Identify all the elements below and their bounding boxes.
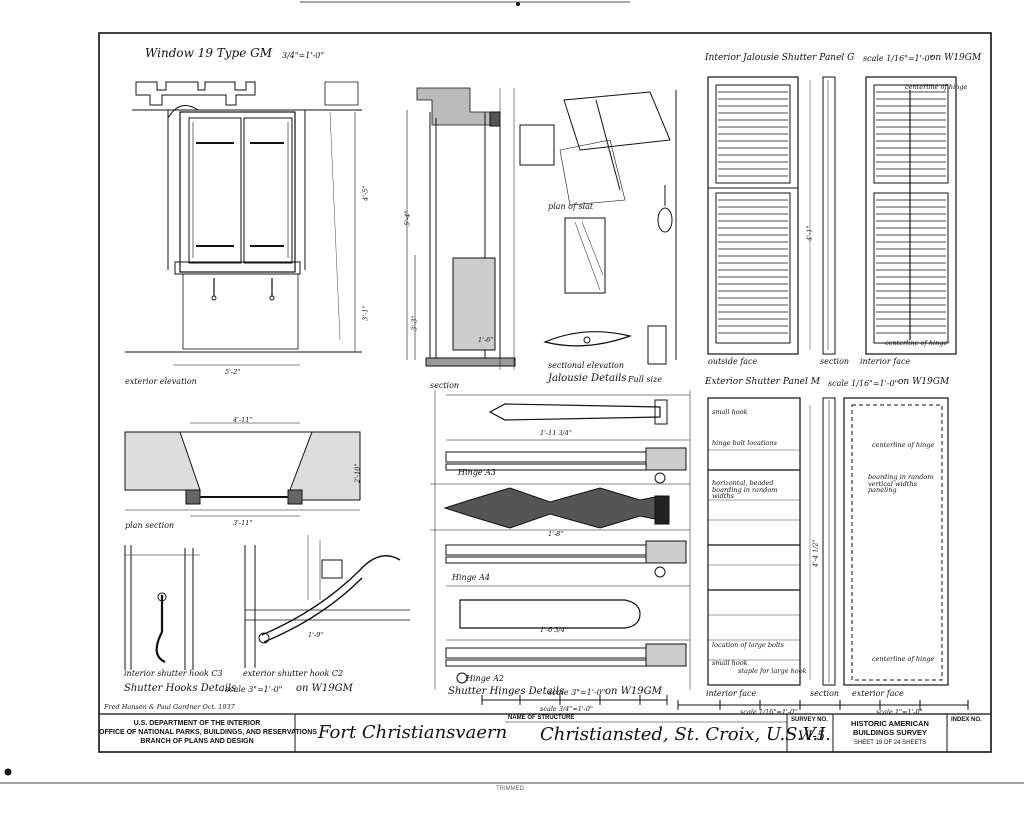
agency-line-2: OFFICE OF NATIONAL PARKS, BUILDINGS, AND…: [99, 729, 317, 736]
agency-line-1: U.S. DEPARTMENT OF THE INTERIOR: [133, 720, 261, 727]
hook-dim: 1'-9": [308, 631, 324, 639]
section-dim-1: 5'-4": [403, 210, 412, 226]
scale-bars: [481, 695, 969, 710]
panel-m-title: Exterior Shutter Panel M: [705, 377, 820, 387]
hooks-ref: on W19GM: [296, 683, 353, 694]
plan-dim-bottom: 3'-11": [233, 519, 253, 527]
sectional-elevation-label: sectional elevation: [548, 361, 624, 370]
full-size-label: Full size: [628, 375, 662, 384]
panel-scale-bar: scale 1/16"=1'-0": [740, 708, 798, 716]
plan-section-label: plan section: [125, 521, 175, 530]
panel-g-section-label: section: [820, 357, 850, 366]
dim-height-2: 3'-1": [361, 305, 370, 321]
interior-shutter-hook-label: interior shutter hook C3: [124, 669, 223, 678]
title-block-lines: [99, 713, 991, 752]
panel-g-drawing: [707, 76, 957, 355]
panel-g-scale: scale 1/16"=1'-0": [863, 54, 934, 63]
name-of-structure-label: NAME OF STRUCTURE: [508, 715, 575, 721]
plan-dim-top: 4'-11": [233, 416, 253, 424]
location-large-bolts-label: location of large bolts: [712, 641, 784, 649]
hooks-scale: scale 3"=1'-0": [225, 685, 283, 694]
jalousie-details-drawing: [519, 90, 677, 365]
panel-scale-bar-2: scale 1"=1'-0": [876, 708, 923, 716]
exterior-elevation-drawing: [125, 81, 362, 366]
hinge-dim-2: 1'-8": [548, 530, 564, 538]
window-scale: 3/4"=1'-0": [282, 51, 325, 60]
habs-line-1: HISTORIC AMERICAN: [851, 719, 929, 728]
hinge-a4-label: Hinge A4: [452, 573, 490, 582]
survey-no: VI-5: [798, 729, 826, 744]
hinge-dim-3: 1'-6 3/4": [540, 626, 568, 634]
panel-m-ref: on W19GM: [898, 377, 950, 387]
plan-section-drawing: [124, 422, 361, 517]
habs-line-2: BUILDINGS SURVEY: [852, 728, 928, 737]
panel-m-dim: 4'-4 1/2": [811, 539, 820, 568]
section-label: section: [430, 381, 460, 390]
location-name: Christiansted, St. Croix, U.S.V.I.: [540, 724, 831, 745]
agency-line-3: BRANCH OF PLANS AND DESIGN: [140, 738, 254, 745]
dim-height-1: 4'-5": [361, 185, 370, 201]
shutter-hooks-details-title: Shutter Hooks Details: [124, 683, 237, 694]
hinges-bar-scale: scale 3/4"=1'-0": [540, 705, 593, 713]
shutter-hinges-drawing: [430, 390, 691, 690]
exterior-shutter-hook-label: exterior shutter hook C2: [243, 669, 344, 678]
interior-face-m-label: interior face: [706, 689, 757, 698]
section-dim-3: 1'-6": [478, 336, 494, 344]
window-title: Window 19 Type GM: [145, 46, 273, 60]
interior-face-label: interior face: [860, 357, 911, 366]
survey-no-label: SURVEY NO.: [791, 717, 828, 723]
hinge-a3-label: Hinge A3: [458, 468, 496, 477]
centerline-hinge-m-top: centerline of hinge: [872, 441, 935, 449]
jalousie-details-title: Jalousie Details: [548, 373, 627, 384]
window-section-drawing: [406, 87, 516, 370]
exterior-face-m-label: exterior face: [852, 689, 904, 698]
shutter-hinges-details-title: Shutter Hinges Details: [448, 686, 565, 697]
outside-face-label: outside face: [708, 357, 758, 366]
section-m-label: section: [810, 689, 840, 698]
boarding-note-2: boarding in random vertical widths panel…: [868, 473, 934, 494]
hinge-bolt-locations-label: hinge bolt locations: [712, 439, 777, 447]
panel-m-scale: scale 1/16"=1'-0": [828, 379, 899, 388]
boarding-note: horizontal, beaded boarding in random wi…: [712, 479, 778, 500]
staple-large-hook-label: staple for large hook: [738, 667, 807, 675]
building-name: Fort Christiansvaern: [318, 722, 508, 743]
exterior-elevation-label: exterior elevation: [125, 377, 197, 386]
sheet-border: [98, 32, 992, 753]
panel-g-ref: on W19GM: [930, 53, 982, 63]
centerline-hinge-top: centerline of hinge: [905, 83, 968, 91]
small-hook-label: small hook: [712, 408, 748, 416]
panel-m-drawing: [707, 397, 949, 686]
hinges-scale: scale 3"=1'-0": [548, 688, 606, 697]
punch-mark: [4, 768, 12, 776]
hinge-a2-label: Hinge A2: [466, 674, 504, 683]
index-no-label: INDEX NO.: [951, 717, 982, 723]
sheet-info: SHEET 19 OF 24 SHEETS: [853, 740, 927, 746]
section-dim-2: 3'-3": [410, 315, 419, 331]
centerline-hinge-m-bottom: centerline of hinge: [872, 655, 935, 663]
plan-dim-side: 2'-10": [353, 463, 362, 483]
footer-mark: TRIMMED: [496, 786, 524, 792]
shutter-hooks-drawing: [124, 535, 410, 670]
centerline-hinge-bottom: centerline of hinge: [885, 339, 948, 347]
small-hook-2-label: small hook: [712, 659, 748, 667]
plan-of-slat-label: plan of slat: [548, 202, 594, 211]
delineator: Fred Hansen & Paul Gardner Oct. 1937: [104, 703, 235, 711]
panel-g-title: Interior Jalousie Shutter Panel G: [705, 53, 855, 63]
hinges-ref: on W19GM: [605, 686, 662, 697]
dim-width: 5'-2": [225, 368, 241, 376]
panel-g-dim: 4'-1": [805, 225, 814, 241]
hinge-dim-1: 1'-11 3/4": [540, 429, 572, 437]
